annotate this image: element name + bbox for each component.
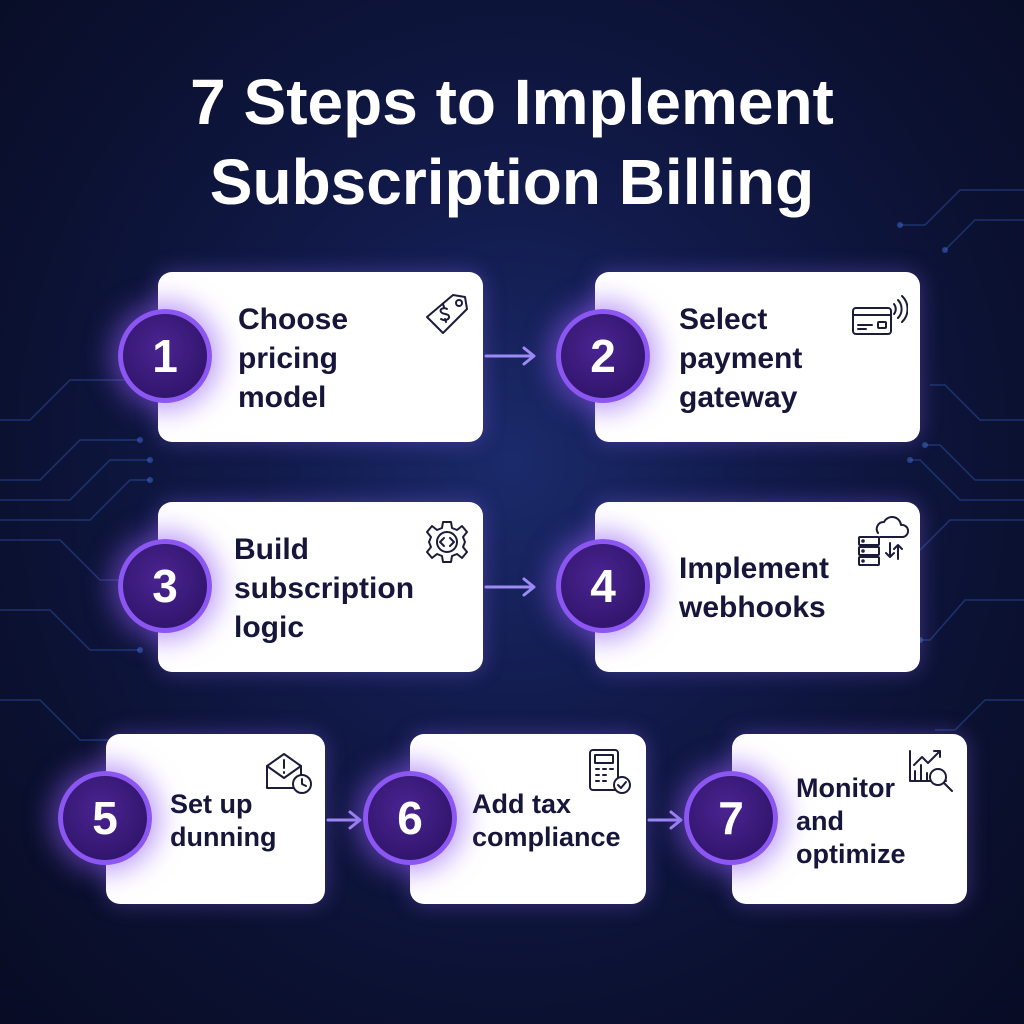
step-label-7: Monitor and optimize	[796, 773, 906, 869]
step-label-4: Implement webhooks	[679, 552, 830, 624]
step-card-1	[158, 272, 483, 442]
step-label-5: Set up dunning	[170, 789, 277, 852]
arrow-3-to-4	[484, 577, 536, 597]
step-badge-4: 4	[556, 539, 650, 633]
step-label-1: Choose pricing model	[238, 303, 349, 414]
calculator-check-icon	[589, 749, 631, 794]
title-line-1: 7 Steps to Implement	[190, 66, 834, 138]
step-badge-7: 7	[684, 771, 778, 865]
page-title: 7 Steps to Implement Subscription Billin…	[0, 62, 1024, 222]
step-badge-1: 1	[118, 309, 212, 403]
chart-magnifier-icon	[909, 750, 953, 792]
title-line-2: Subscription Billing	[209, 146, 815, 218]
arrow-1-to-2	[484, 346, 536, 366]
arrow-6-to-7	[647, 810, 683, 830]
step-badge-3: 3	[118, 539, 212, 633]
code-gear-icon	[426, 521, 468, 563]
step-badge-2: 2	[556, 309, 650, 403]
server-cloud-sync-icon	[858, 516, 910, 566]
step-label-2: Select payment gateway	[679, 303, 803, 414]
contactless-card-icon	[852, 295, 908, 335]
step-label-6: Add tax compliance	[472, 789, 621, 852]
step-badge-5: 5	[58, 771, 152, 865]
step-label-3: Build subscription logic	[234, 533, 415, 644]
alert-mail-clock-icon	[266, 753, 312, 794]
step-badge-6: 6	[363, 771, 457, 865]
price-tag-icon	[426, 294, 468, 334]
arrow-5-to-6	[326, 810, 362, 830]
